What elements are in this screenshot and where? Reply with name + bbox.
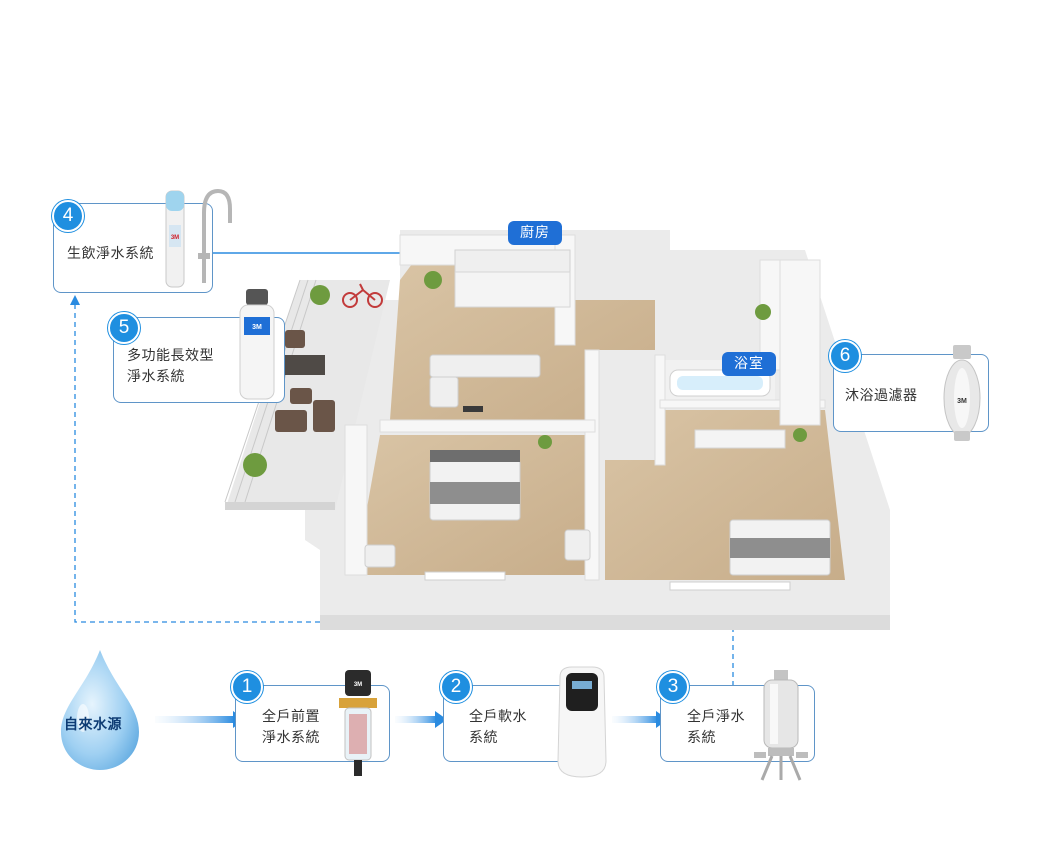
product-label-1: 全戶前置 淨水系統 <box>262 709 320 746</box>
multi-filter-icon: 3M <box>239 289 275 400</box>
dashed-arrow-head <box>70 295 80 305</box>
product-label-2: 全戶軟水 系統 <box>469 709 527 746</box>
pre-filter-icon: 3M <box>339 670 377 776</box>
flow-arrow-1 <box>155 711 245 728</box>
product-number-badge-3: 3 <box>657 671 689 703</box>
brand-mark-6: 3M <box>957 398 967 405</box>
drinking-filter-faucet-icon: 3M <box>165 188 232 288</box>
product-label-4: 生飲淨水系統 <box>67 246 154 262</box>
product-number-badge-1: 1 <box>231 671 263 703</box>
product-label-5: 多功能長效型 淨水系統 <box>127 348 214 385</box>
product-label-6: 沐浴過濾器 <box>845 388 918 404</box>
product-label-3: 全戶淨水 系統 <box>687 709 745 746</box>
brand-mark-1: 3M <box>354 682 362 688</box>
room-label-kitchen: 廚房 <box>508 221 562 245</box>
water-source-label: 自來水源 <box>64 717 122 733</box>
whole-house-filter-icon <box>754 670 808 781</box>
product-number-badge-2: 2 <box>440 671 472 703</box>
dashed-supply-line <box>74 300 734 686</box>
shower-filter-icon: 3M <box>943 345 981 441</box>
product-number-badge-4: 4 <box>52 200 84 232</box>
brand-mark-5: 3M <box>252 324 262 331</box>
product-number-badge-6: 6 <box>829 340 861 372</box>
product-number-badge-5: 5 <box>108 312 140 344</box>
water-softener-icon <box>557 666 607 778</box>
flow-arrow-2 <box>395 711 447 728</box>
brand-mark-4: 3M <box>171 235 179 241</box>
water-drop-icon <box>61 650 139 770</box>
floor-plan-illustration <box>224 230 890 630</box>
room-label-bathroom: 浴室 <box>722 352 776 376</box>
